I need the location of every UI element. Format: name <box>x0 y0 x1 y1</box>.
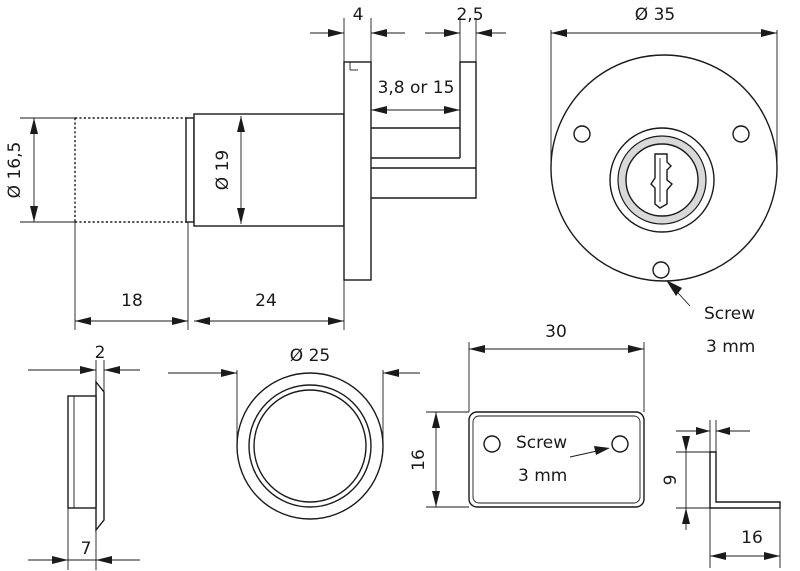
arrow <box>432 491 440 507</box>
arrow <box>764 552 780 560</box>
dim-rosette-depth: 7 <box>81 539 92 559</box>
arrow <box>194 317 210 325</box>
angle-bracket: 9 16 <box>661 420 781 568</box>
lock-body <box>193 113 345 227</box>
arrow <box>30 206 38 222</box>
lock-front-view: Ø 35 Screw 3 mm <box>550 5 778 357</box>
arrow <box>551 29 567 37</box>
arrow <box>371 29 387 37</box>
arrow <box>328 29 344 37</box>
screw-note: Screw <box>704 304 755 324</box>
dim-angle-length: 16 <box>741 528 763 548</box>
screw-size: 3 mm <box>518 466 567 486</box>
bracket <box>371 61 477 199</box>
arrow <box>682 436 690 452</box>
dim-length-24: 24 <box>255 291 277 311</box>
arrow <box>710 552 726 560</box>
arrow <box>75 317 91 325</box>
arrow <box>761 29 777 37</box>
plate-hole-left <box>483 435 501 453</box>
lock-side-view: 4 2,5 3,8 or 15 Ø 16,5 Ø 19 18 24 <box>5 5 506 330</box>
body-ring <box>185 117 195 223</box>
extension-outline <box>74 117 188 223</box>
arrow <box>628 345 644 353</box>
arrow <box>221 369 237 377</box>
arrow <box>237 208 245 224</box>
rosette-sleeve <box>67 395 97 509</box>
arrow <box>104 366 120 374</box>
arrow <box>444 29 460 37</box>
dim-plate-height: 16 <box>409 449 429 471</box>
arrow <box>682 508 690 524</box>
dim-diameter-19: Ø 19 <box>213 150 233 190</box>
arrow <box>172 317 188 325</box>
dim-bracket-thickness: 2,5 <box>456 5 483 25</box>
dim-length-18: 18 <box>121 291 143 311</box>
arrow <box>80 366 96 374</box>
screw-hole-right <box>732 125 750 143</box>
screw-hole-left <box>573 125 591 143</box>
dim-rosette-diameter: Ø 25 <box>290 346 330 366</box>
arrow <box>469 345 485 353</box>
arrow <box>371 106 387 114</box>
arrow <box>96 556 112 564</box>
strike-plate: 30 16 Screw 3 mm <box>409 322 645 508</box>
screw-note: Screw <box>516 433 567 453</box>
plate-inner-edge <box>472 415 641 504</box>
dim-rosette-thickness: 2 <box>95 343 106 363</box>
dim-diameter-16-5: Ø 16,5 <box>5 142 25 199</box>
dim-flange-thickness: 4 <box>353 5 364 25</box>
arrow <box>696 427 710 435</box>
arrow <box>716 427 730 435</box>
arrow <box>328 317 344 325</box>
screw-hole-bottom <box>652 261 670 279</box>
arrow <box>383 369 399 377</box>
keyway-icon <box>650 153 673 209</box>
dim-bracket-length: 3,8 or 15 <box>378 78 455 98</box>
arrow <box>444 106 460 114</box>
rosette-profile <box>95 380 105 532</box>
arrow <box>52 556 68 564</box>
arrow <box>594 446 610 455</box>
screw-size: 3 mm <box>706 337 755 357</box>
dim-housing-diameter: Ø 35 <box>635 5 675 25</box>
plate-hole-right <box>611 435 629 453</box>
plate-outline <box>468 411 645 508</box>
arrow <box>30 118 38 134</box>
arrow <box>476 29 492 37</box>
angle-profile <box>709 451 781 509</box>
dim-plate-length: 30 <box>545 322 567 342</box>
lock-flange <box>343 61 372 281</box>
rosette-front-view: Ø 25 <box>168 346 420 520</box>
arrow <box>432 412 440 428</box>
rosette-bore <box>253 389 367 503</box>
rosette-side-view: 2 7 <box>28 343 140 570</box>
arrow <box>237 116 245 132</box>
dim-angle-height: 9 <box>661 475 681 486</box>
arrow <box>666 280 682 296</box>
